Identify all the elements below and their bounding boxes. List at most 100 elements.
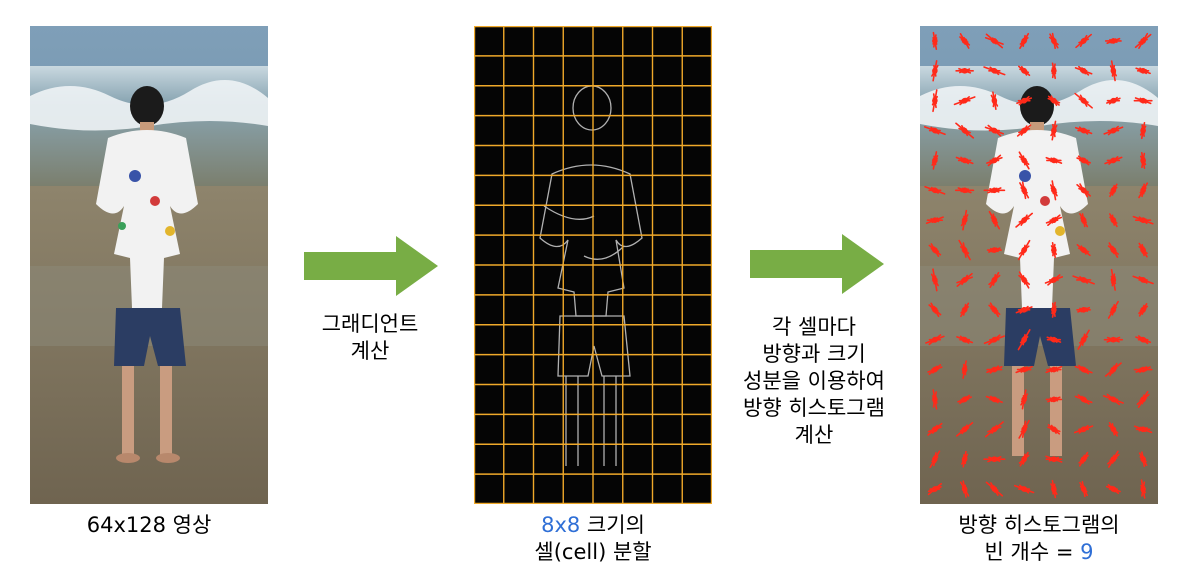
hog-bin-stroke: [957, 396, 972, 403]
hog-bin-stroke: [961, 487, 968, 491]
hog-cell-glyph: [1132, 275, 1154, 285]
hog-bin-stroke: [1051, 487, 1057, 491]
hog-cell-glyph: [1074, 364, 1093, 375]
hog-bin-stroke: [1044, 276, 1064, 284]
hog-cell-glyph: [1051, 62, 1057, 80]
hog-cell-glyph: [923, 126, 946, 136]
boy-figure: [96, 86, 198, 463]
hog-bin-stroke: [932, 397, 938, 401]
hog-cell-glyph: [929, 450, 941, 469]
hog-cell-glyph: [1138, 182, 1149, 199]
hog-cell-glyph: [959, 480, 970, 498]
hog-bin-stroke: [991, 278, 998, 282]
hog-cell-glyph: [1133, 97, 1153, 105]
hog-cell-glyph: [1074, 92, 1093, 109]
hog-cell-glyph: [1051, 301, 1057, 318]
hog-bin-stroke: [1139, 98, 1147, 103]
hog-bin-stroke: [927, 366, 943, 373]
hog-bin-stroke: [1021, 338, 1028, 342]
hog-bin-stroke: [1138, 38, 1148, 44]
hog-bin-stroke: [1140, 338, 1147, 342]
hog-cell-glyph: [1104, 37, 1122, 44]
hog-glyphs: [923, 31, 1154, 499]
hog-bin-stroke: [927, 426, 942, 433]
hog-bin-stroke: [1051, 308, 1057, 312]
hog-bin-stroke: [1110, 487, 1117, 491]
hog-cell-glyph: [931, 89, 938, 113]
hog-bin-stroke: [1051, 99, 1057, 103]
hog-cell-glyph: [1044, 274, 1064, 286]
hog-cell-glyph: [958, 239, 971, 261]
hog-cell-glyph: [1107, 242, 1119, 258]
hog-bin-stroke: [1048, 456, 1060, 462]
hog-bin-stroke: [1140, 158, 1146, 162]
hog-cell-glyph: [925, 216, 944, 224]
hog-cell-glyph: [1076, 183, 1091, 198]
hog-bin-stroke: [1110, 188, 1117, 192]
hog-cell-glyph: [1108, 422, 1119, 437]
hog-bin-stroke: [1078, 38, 1090, 44]
hog-bin-stroke: [1045, 216, 1063, 224]
hog-cell-glyph: [955, 122, 975, 139]
hog-cell-glyph: [1018, 151, 1030, 170]
histogram-caption-line1: 방향 히스토그램의: [958, 513, 1120, 537]
hog-cell-glyph: [1076, 306, 1091, 313]
hog-cell-glyph: [1107, 450, 1120, 468]
hog-bin-stroke: [1016, 97, 1033, 105]
hog-bin-stroke: [987, 456, 1002, 463]
hog-bin-stroke: [961, 308, 968, 312]
hog-bin-stroke: [991, 69, 998, 73]
hog-cell-glyph: [954, 187, 975, 194]
hog-cell-glyph: [1140, 151, 1147, 169]
hog-cell-glyph: [1047, 95, 1061, 107]
hog-bin-stroke: [1080, 188, 1087, 192]
hog-bin-stroke: [1080, 248, 1087, 252]
hog-bin-stroke: [987, 187, 1002, 194]
histogram-caption-line2: 빈 개수 = 9: [920, 539, 1158, 566]
hog-bin-stroke: [1140, 248, 1146, 252]
hog-bin-stroke: [932, 39, 938, 43]
bin-count-label: 빈 개수 =: [984, 540, 1081, 564]
cells-caption-line2: 셀(cell) 분할: [534, 540, 652, 564]
hog-cell-glyph: [1049, 180, 1058, 201]
hog-bin-stroke: [1139, 397, 1147, 402]
hog-bin-stroke: [932, 158, 938, 162]
hog-cell-glyph: [1138, 451, 1148, 468]
hog-bin-stroke: [991, 308, 998, 312]
gradient-caption: 그래디언트 계산: [300, 311, 440, 365]
hog-cell-glyph: [1074, 394, 1093, 405]
hog-cell-glyph: [1045, 214, 1063, 227]
hog-bin-stroke: [1106, 97, 1121, 104]
hog-bin-stroke: [961, 248, 968, 252]
hog-bin-stroke: [931, 188, 938, 192]
hog-photo: [920, 26, 1158, 504]
hog-bin-stroke: [991, 39, 998, 43]
hog-bin-stroke: [1021, 457, 1028, 461]
hog-cell-glyph: [959, 32, 971, 49]
hog-bin-stroke: [1110, 308, 1117, 312]
hog-bin-stroke: [932, 308, 938, 312]
hog-bin-stroke: [1051, 248, 1057, 252]
hog-bin-stroke: [1110, 218, 1117, 222]
hog-cell-glyph: [927, 422, 943, 436]
hog-bin-stroke: [1106, 37, 1121, 44]
hog-cell-glyph: [1019, 32, 1030, 49]
hog-cell-glyph: [1016, 95, 1033, 106]
hog-bin-stroke: [1021, 188, 1027, 192]
hog-cell-glyph: [1133, 425, 1153, 434]
histogram-caption: 방향 히스토그램의 빈 개수 = 9: [920, 512, 1158, 566]
hog-cell-glyph: [925, 334, 945, 346]
hog-bin-stroke: [1138, 427, 1148, 432]
hog-cell-glyph: [984, 421, 1004, 438]
hog-cell-glyph: [1140, 479, 1146, 499]
hog-cell-glyph: [1018, 451, 1030, 467]
hog-cell-glyph: [986, 365, 1003, 374]
hog-bin-stroke: [1110, 278, 1117, 282]
hog-bin-stroke: [991, 129, 998, 133]
hog-bin-stroke: [932, 99, 938, 103]
hog-cell-glyph: [1079, 213, 1089, 228]
hog-bin-stroke: [991, 99, 998, 103]
hog-bin-stroke: [1140, 487, 1146, 491]
hog-bin-stroke: [1050, 158, 1058, 163]
hog-cell-glyph: [1132, 215, 1154, 225]
